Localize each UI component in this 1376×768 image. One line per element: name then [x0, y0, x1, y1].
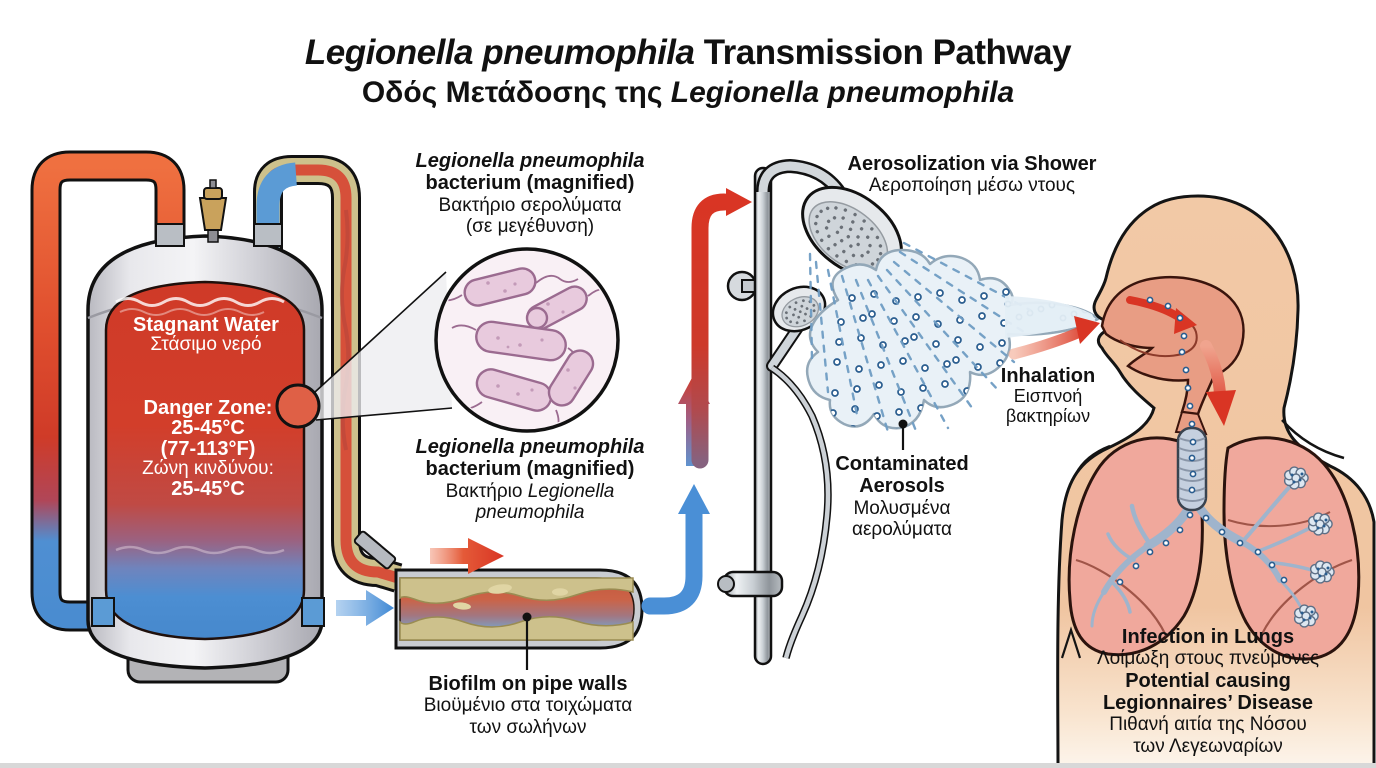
shower-arm — [758, 161, 844, 196]
magnifier-source-spot — [275, 383, 321, 429]
handheld-shower — [766, 285, 832, 659]
contaminated-aerosols-label: Contaminated Aerosols Μολυσμένα αερολύμα… — [835, 453, 969, 541]
title-rest: Transmission Pathway — [694, 33, 1072, 72]
title-line2: Οδός Μετάδοσης της Legionella pneumophil… — [305, 76, 1071, 110]
pipe-cross-section — [394, 568, 644, 650]
chest-line-left — [1060, 626, 1082, 659]
spray-lines — [808, 241, 1032, 438]
inhalation-arrow — [1008, 326, 1086, 360]
subtitle-prefix: Οδός Μετάδοσης της — [361, 76, 671, 110]
trachea — [1176, 426, 1208, 512]
magnified-bottom-el-line: Βακτήριο Legionella — [445, 480, 615, 502]
alveoli-bacteria — [1290, 472, 1330, 622]
tank-water — [104, 280, 306, 641]
magnified-top-label: Legionella pneumophila bacterium (magnif… — [415, 150, 645, 238]
cold-inlet — [91, 597, 115, 627]
flow-arrow-hot — [430, 538, 504, 574]
outlet-connector — [301, 597, 325, 627]
pressure-valve — [198, 179, 228, 243]
flow-arrow-cold-in — [336, 590, 394, 626]
nasal-cavity — [1100, 275, 1245, 416]
inhalation-label: Inhalation Εισπνοή βακτηρίων — [1000, 365, 1096, 426]
title-species: Legionella pneumophila — [304, 33, 695, 72]
title-line1: Legionella pneumophila Transmission Path… — [304, 33, 1072, 72]
page-title: Legionella pneumophila Transmission Path… — [304, 33, 1072, 110]
water-surface-wave — [115, 297, 285, 307]
biofilm-label: Biofilm on pipe walls Βιοϋμένιο στα τοιχ… — [423, 673, 633, 738]
right-lung — [1222, 436, 1361, 661]
water-heater-tank — [86, 179, 325, 684]
pipe-coupling — [353, 530, 397, 570]
danger-zone-label: Danger Zone: 25-45°C (77-113°F) Ζώνη κιν… — [142, 397, 274, 500]
shower-unit — [717, 158, 903, 666]
subtitle-species: Legionella pneumophila — [670, 76, 1015, 110]
flow-arrow-hot-up — [691, 193, 733, 469]
magnifier — [275, 247, 620, 433]
biofilm-pipe — [253, 155, 403, 593]
shower-hose — [769, 364, 832, 659]
flow-arrow-cold-up — [641, 503, 703, 615]
aerosol-stream — [1005, 296, 1096, 338]
aerosolization-label: Aerosolization via Shower Αεροποίηση μέσ… — [847, 153, 1097, 197]
airway-bacteria-dots — [1116, 296, 1288, 586]
shower-rail — [753, 166, 773, 666]
human-figure — [1005, 194, 1376, 768]
leader-lines — [522, 419, 908, 670]
riser-arrows — [641, 188, 752, 615]
magnified-bottom-label: Legionella pneumophila bacterium (magnif… — [415, 436, 645, 524]
infection-label: Infection in Lungs Λοίμωξη στους πνεύμον… — [1096, 626, 1320, 757]
bacteria-illustration — [439, 267, 611, 428]
biofilm-layer-bottom — [399, 616, 634, 641]
shower-head-nozzles — [814, 206, 883, 268]
lungs — [1067, 436, 1361, 661]
stagnant-water-label: Stagnant Water Στάσιμο νερό — [133, 314, 279, 356]
bottom-edge-strip — [0, 763, 1376, 768]
recirculation-pipe — [30, 150, 186, 632]
